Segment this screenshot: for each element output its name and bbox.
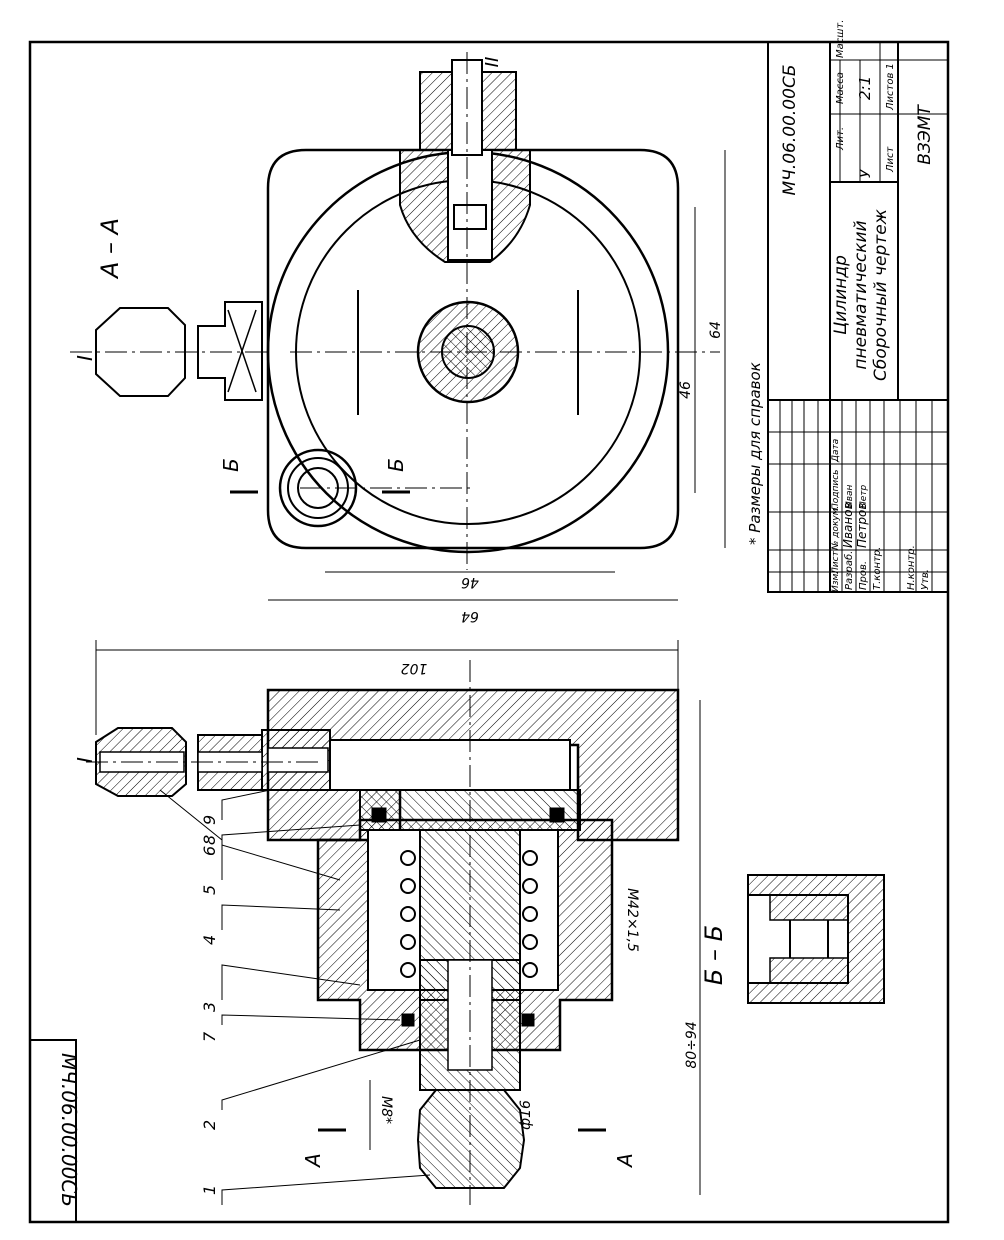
- cut-a-right: А: [613, 1153, 637, 1169]
- cut-b-left: Б: [219, 458, 243, 472]
- signature-checker: Петр: [859, 484, 869, 508]
- role-checker: Пров.: [858, 561, 869, 590]
- dim-rod-diameter: ф16: [518, 1100, 534, 1130]
- role-tech-control: Т.контр.: [872, 547, 883, 590]
- dim-thread-rod: М8*: [378, 1096, 394, 1124]
- leader-1: 1: [200, 1185, 219, 1195]
- leader-6: 6: [200, 846, 219, 856]
- view-i-label-top: I: [73, 355, 97, 361]
- dim-stroke-range: 80÷94: [684, 1021, 700, 1068]
- section-aa-label: А – А: [96, 218, 124, 280]
- dim-64-horizontal: 64: [461, 608, 479, 624]
- reference-note: * Размеры для справок: [746, 362, 764, 545]
- name-developer: Иванов: [841, 502, 855, 548]
- leader-2: 2: [200, 1120, 219, 1130]
- dim-64-vertical: 64: [708, 321, 724, 339]
- cut-a-left: А: [301, 1153, 325, 1169]
- aa-dimensions: [268, 150, 725, 600]
- main-section-view: [86, 640, 700, 1205]
- scale-value: 2:1: [856, 76, 874, 100]
- name-checker: Петров: [855, 503, 869, 548]
- rev-header-change: Изм.: [831, 571, 841, 592]
- dim-overall-height: 102: [401, 660, 428, 676]
- dim-46-vertical: 46: [678, 381, 694, 399]
- role-approve: Утв.: [920, 569, 931, 590]
- organization: ВЗЭМТ: [915, 104, 935, 165]
- sheet-label: Лист: [885, 145, 896, 173]
- leader-3: 3: [200, 1002, 219, 1012]
- title-name-line3: Сборочный чертеж: [871, 208, 891, 381]
- title-block: [768, 42, 948, 592]
- view-i-label-main: I: [73, 757, 97, 763]
- rev-header-signature: Подпись: [831, 470, 841, 510]
- section-aa-view: [70, 52, 720, 570]
- sheets-label: Листов 1: [885, 63, 896, 111]
- leader-8: 8: [200, 835, 219, 845]
- dim-46-horizontal: 46: [461, 574, 479, 590]
- leader-5: 5: [200, 885, 219, 895]
- leader-4: 4: [200, 935, 219, 945]
- role-norm-control: Н.контр.: [906, 545, 917, 590]
- rev-header-doc: № докум.: [831, 506, 841, 551]
- leader-9: 9: [200, 815, 219, 825]
- title-drawing-number: МЧ.06.00.00СБ: [780, 65, 800, 196]
- mass-label: Масса: [835, 72, 846, 104]
- rev-header-date: Дата: [831, 439, 841, 463]
- side-stamp: [30, 1040, 76, 1222]
- part-leaders: [160, 790, 430, 1205]
- section-bb-view: [748, 875, 884, 1003]
- leader-7: 7: [200, 1031, 219, 1042]
- dim-thread-body: М42×1,5: [624, 888, 640, 952]
- cut-b-right: Б: [384, 458, 408, 472]
- section-bb-label: Б – Б: [700, 925, 728, 985]
- view-ii-label: II: [482, 57, 503, 68]
- title-name-line2: пневматический: [851, 220, 871, 369]
- lit-value: У: [858, 168, 874, 178]
- title-name-line1: Цилиндр: [831, 255, 851, 335]
- side-drawing-number: МЧ.06.00.00СБ: [57, 1053, 81, 1207]
- scale-label: Масшт.: [835, 20, 846, 58]
- lit-label: Лит.: [835, 127, 846, 151]
- rev-header-sheet: Лист: [831, 550, 841, 575]
- signature-developer: Иван: [845, 484, 855, 508]
- drawing-frame: [30, 42, 948, 1222]
- role-developer: Разраб.: [843, 551, 855, 590]
